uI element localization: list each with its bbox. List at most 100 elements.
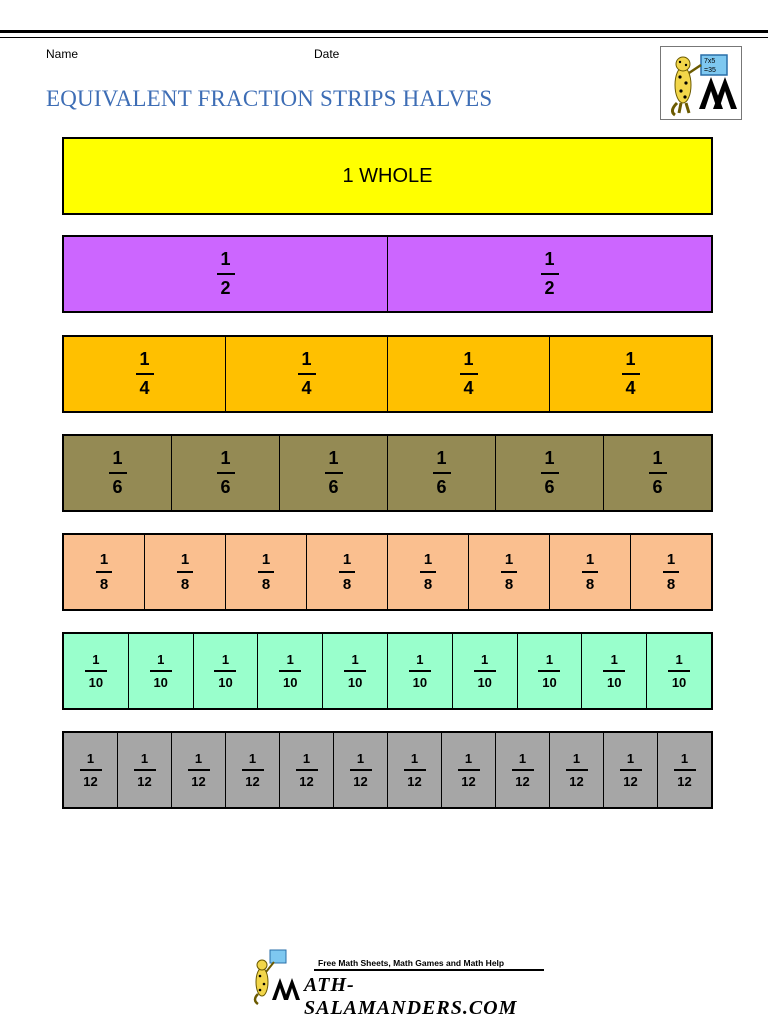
numerator: 1 [423,551,433,569]
denominator: 10 [153,674,168,690]
numerator: 1 [544,448,555,469]
denominator: 8 [666,575,676,593]
fraction-bar [540,472,559,474]
easel-text-1: 7x5 [704,58,715,65]
denominator: 12 [461,773,476,789]
denominator: 12 [353,773,368,789]
denominator: 4 [301,377,312,398]
numerator: 1 [463,349,474,370]
numerator: 1 [625,349,636,370]
numerator: 1 [481,652,489,668]
numerator: 1 [544,249,555,270]
denominator: 8 [261,575,271,593]
denominator: 10 [88,674,104,690]
denominator: 8 [585,575,595,593]
denominator: 10 [412,674,428,690]
fraction-bar [403,769,426,771]
fraction-bar [473,670,496,672]
numerator: 1 [86,751,95,767]
easel-text-2: =35 [704,67,716,74]
fraction-bar [149,670,172,672]
numerator: 1 [286,652,294,668]
denominator: 6 [544,476,555,497]
denominator: 6 [220,476,231,497]
denominator: 8 [99,575,109,593]
numerator: 1 [410,751,419,767]
denominator: 4 [139,377,150,398]
fraction-bar [349,769,372,771]
denominator: 12 [407,773,422,789]
numerator: 1 [342,551,352,569]
numerator: 1 [180,551,190,569]
logo: 7x5 =35 [660,46,742,120]
footer-divider [314,969,544,971]
salamander-icon [253,949,287,1006]
numerator: 1 [220,448,231,469]
numerator: 1 [261,551,271,569]
fraction-bar [408,670,431,672]
fraction-bar [540,273,559,275]
fraction-bar [648,472,667,474]
numerator: 1 [139,349,150,370]
fraction-bar [501,571,517,573]
denominator: 6 [436,476,447,497]
fraction-bar [258,571,274,573]
fraction-bar [79,769,102,771]
numerator: 1 [248,751,257,767]
denominator: 8 [504,575,514,593]
fraction-bar [133,769,156,771]
denominator: 4 [463,377,474,398]
denominator: 8 [180,575,190,593]
fraction-bar [177,571,193,573]
numerator: 1 [356,751,365,767]
whole-cell: 1 WHOLE [64,139,711,213]
fraction-bar [668,670,691,672]
numerator: 1 [302,751,311,767]
numerator: 1 [221,652,230,668]
denominator: 6 [112,476,123,497]
name-label: Name [46,47,79,61]
fraction-bar [511,769,534,771]
fraction-bar [420,571,436,573]
denominator: 6 [328,476,339,497]
fraction-bar [457,769,480,771]
